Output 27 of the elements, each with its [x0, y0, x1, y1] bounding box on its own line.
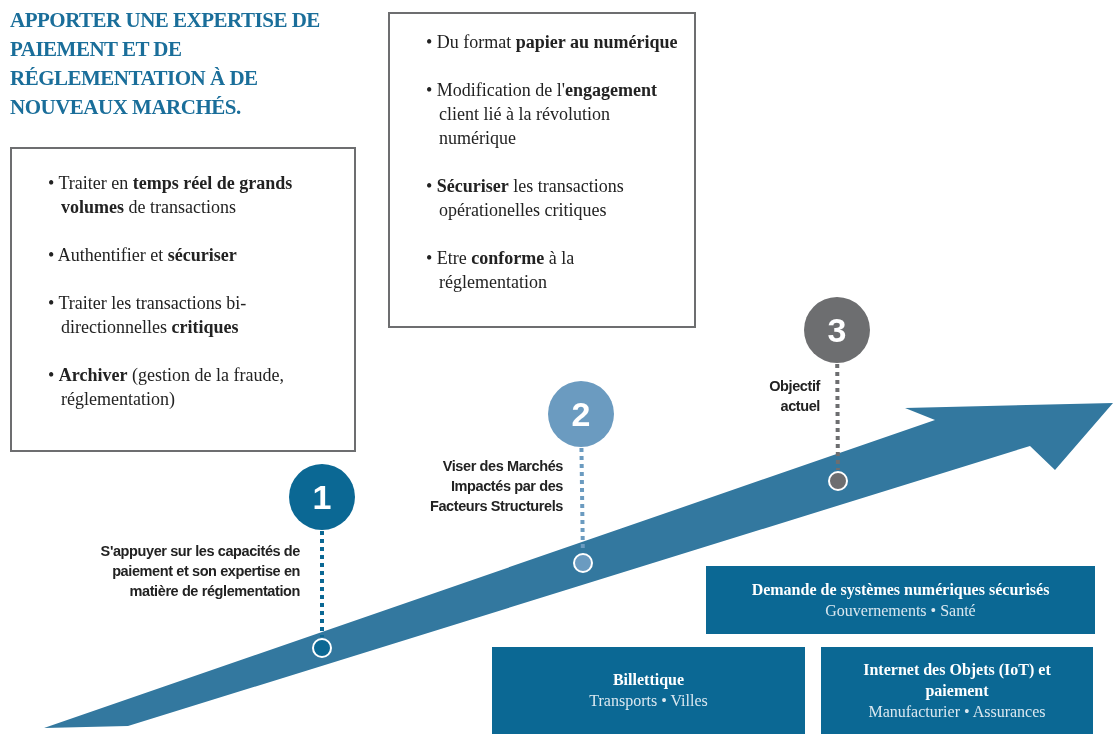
bullet-item: • Archiver (gestion de la fraude, réglementation): [48, 364, 285, 411]
panel-heading: Internet des Objets (IoT) et paiement: [862, 659, 1052, 701]
text-box: [388, 12, 696, 328]
panel-subtitle: Transports • Villes: [589, 691, 708, 712]
bullet-item: • Traiter les transactions bi-directionnelles critiques: [48, 292, 248, 339]
market-panel: [821, 647, 1093, 734]
step-description: S'appuyer sur les capacités de paiement et son expertise en matière de réglementation: [99, 542, 300, 601]
title: APPORTER UNE EXPERTISE DE PAIEMENT ET DE RÉGLEMENTATION À DE NOUVEAUX MARCHÉS.: [10, 7, 321, 121]
bullet-item: • Etre conforme à la réglementation: [426, 247, 576, 294]
step-description: Viser des Marchés Impactés par des Facteurs Structurels: [428, 457, 563, 516]
bullet-item: • Modification de l'engagement client lié à la révolution numérique: [426, 79, 658, 150]
step-number-circle: 3: [804, 297, 870, 363]
bullet-item: • Traiter en temps réel de grands volumes de transactions: [48, 172, 294, 219]
market-panel: [492, 647, 805, 734]
panel-heading: Billettique: [612, 670, 685, 690]
step-number-circle: 1: [289, 464, 355, 530]
text-box: [10, 147, 356, 452]
panel-subtitle: Gouvernements • Santé: [825, 600, 976, 621]
panel-subtitle: Manufacturier • Assurances: [868, 701, 1046, 722]
bullet-item: • Sécuriser les transactions opérationelles critiques: [426, 175, 625, 222]
step-number-circle: 2: [548, 381, 614, 447]
step-description: Objectif actuel: [768, 377, 820, 416]
bullet-item: • Authentifier et sécuriser: [48, 244, 238, 267]
dotted-connector: [835, 364, 840, 470]
bullet-item: • Du format papier au numérique: [426, 31, 679, 54]
panel-heading: Demande de systèmes numériques sécurisés: [751, 579, 1050, 600]
market-panel: [706, 566, 1095, 634]
